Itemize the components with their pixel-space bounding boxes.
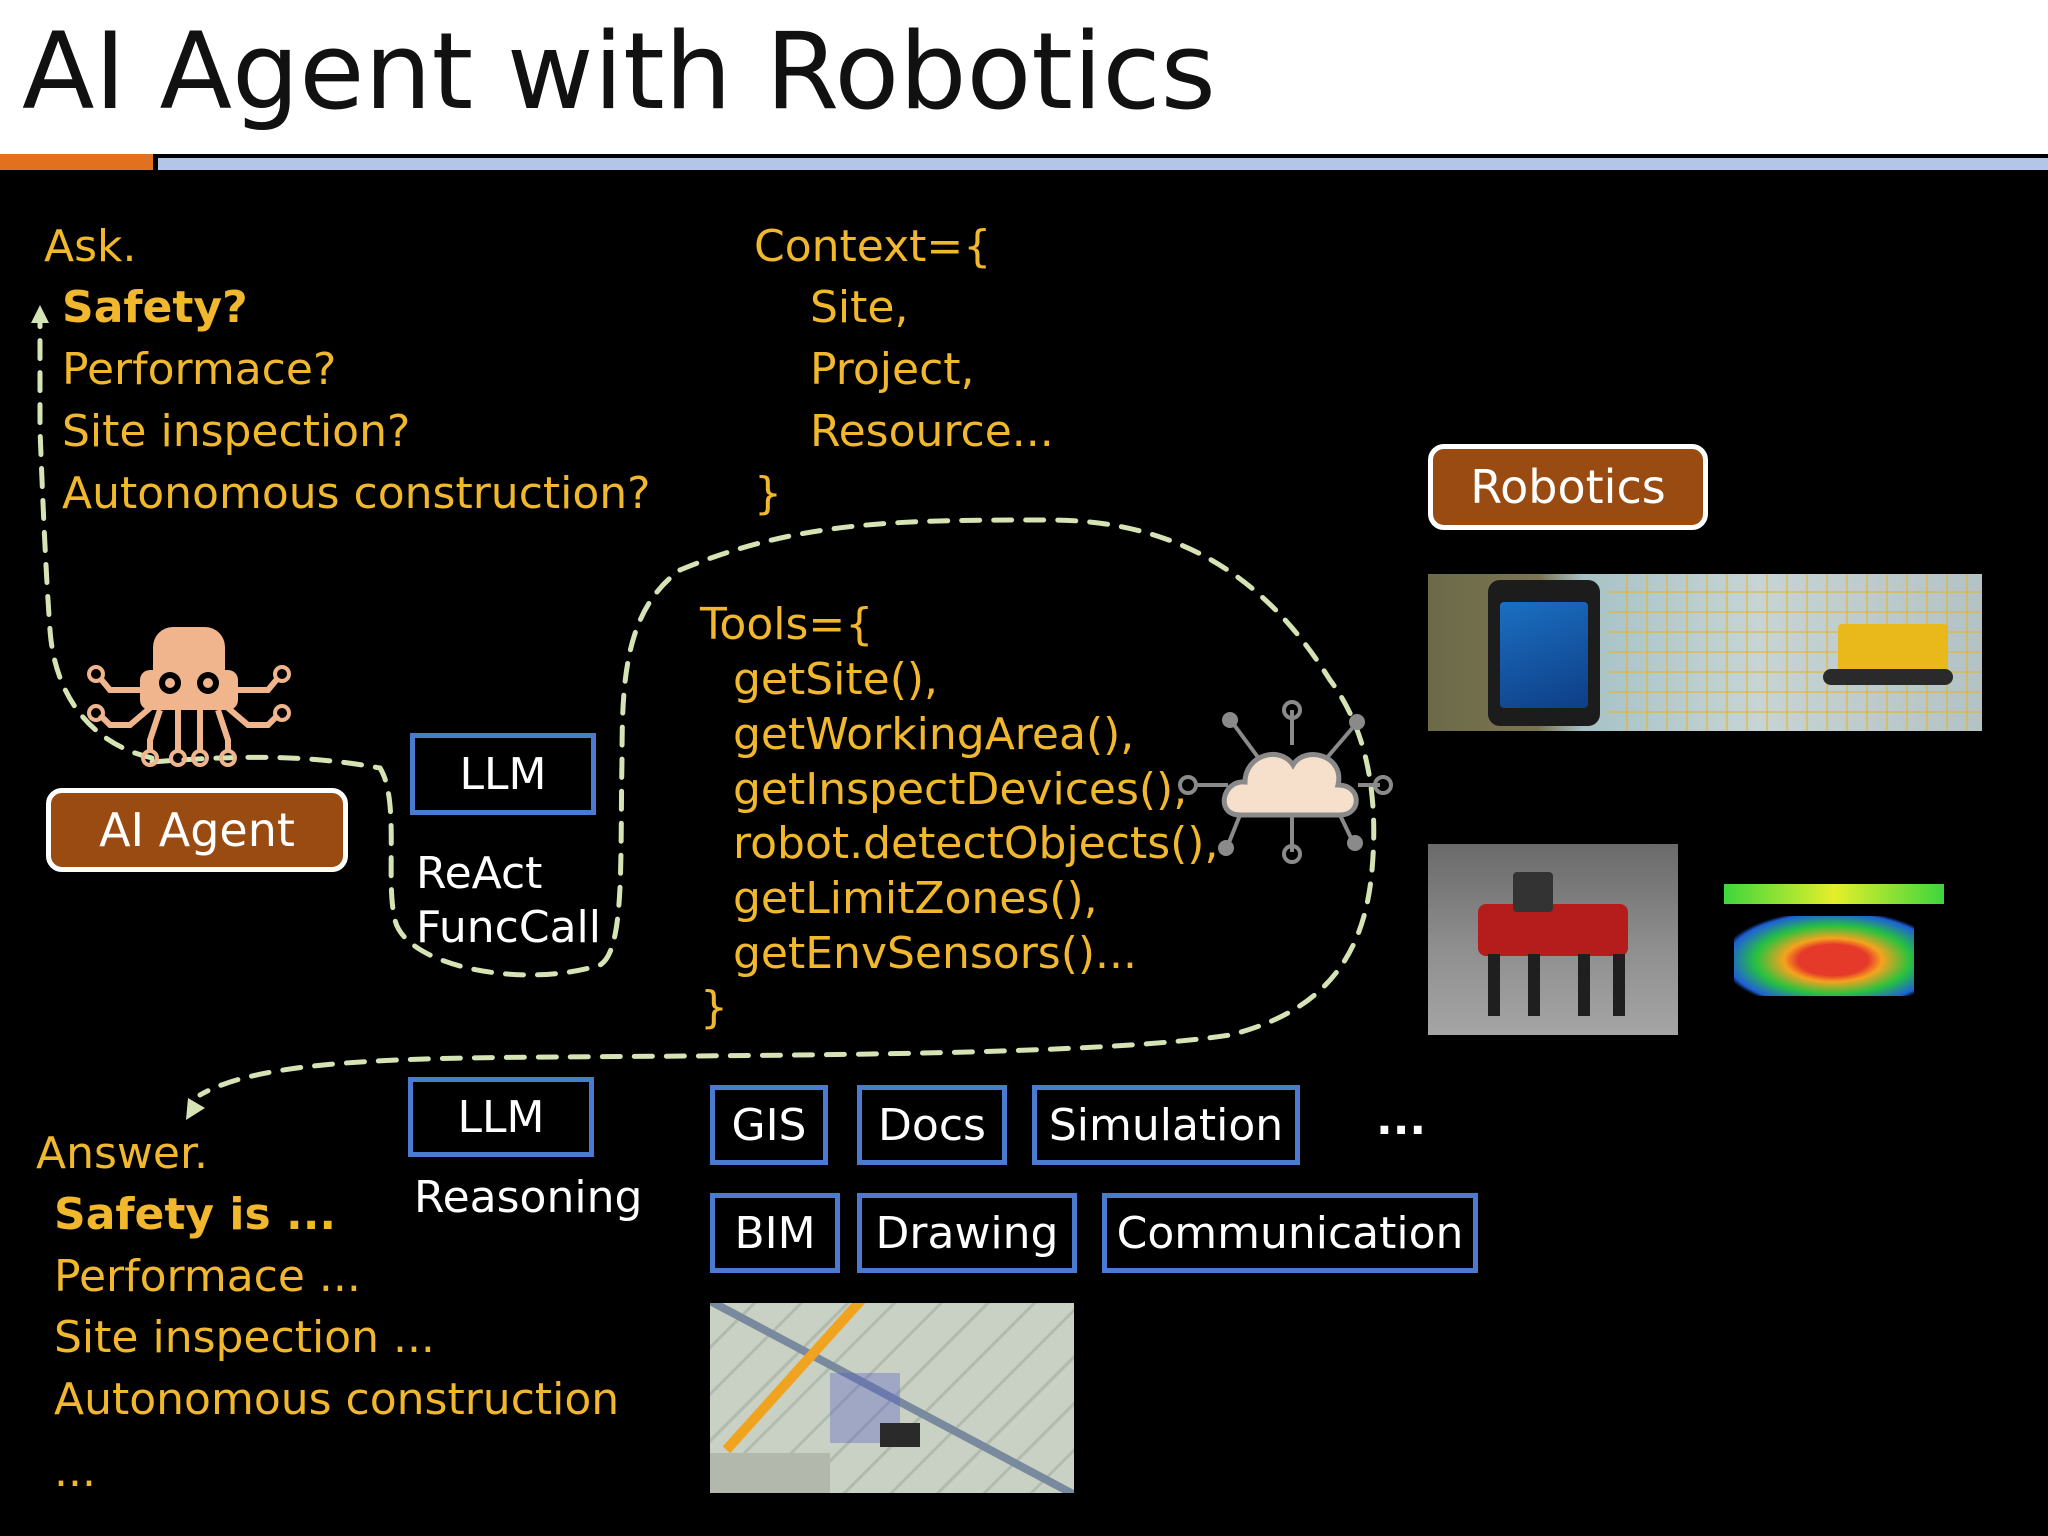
answer-item-site-inspection: Site inspection ...	[54, 1312, 435, 1363]
context-item-project: Project,	[810, 344, 975, 395]
llm-react-box: LLM	[410, 733, 596, 815]
tablet-device	[1488, 580, 1600, 726]
arrow-to-ask	[31, 305, 49, 323]
llm-caption-reasoning: Reasoning	[414, 1172, 643, 1223]
context-item-resource: Resource...	[810, 406, 1054, 457]
excavator-site-photo	[1428, 574, 1982, 731]
tools-open: Tools={	[700, 599, 874, 650]
context-item-site: Site,	[810, 282, 909, 333]
ask-heading: Ask.	[44, 221, 137, 272]
source-more: ...	[1376, 1094, 1427, 1145]
arrow-to-answer	[186, 1098, 205, 1120]
source-simulation: Simulation	[1032, 1085, 1300, 1165]
tool-getinspectdevices: getInspectDevices(),	[733, 764, 1188, 815]
context-close: }	[754, 468, 782, 519]
tool-getenvsensors: getEnvSensors()...	[733, 928, 1138, 979]
tool-getworkingarea: getWorkingArea(),	[733, 709, 1135, 760]
context-open: Context={	[754, 221, 992, 272]
answer-item-autonomous: Autonomous construction	[54, 1374, 620, 1425]
answer-item-safety: Safety is ...	[54, 1189, 337, 1240]
answer-item-performance: Performace ...	[54, 1251, 361, 1302]
flow-agent-to-ask	[37, 315, 155, 761]
source-bim: BIM	[710, 1193, 840, 1273]
point-cloud-scan	[1724, 876, 1944, 1010]
title-accent-bar-orange	[0, 154, 153, 170]
tool-getlimitzones: getLimitZones(),	[733, 873, 1098, 924]
answer-heading: Answer.	[36, 1128, 209, 1179]
llm-caption-funccall: FuncCall	[416, 902, 602, 953]
robotics-label: Robotics	[1428, 444, 1708, 530]
tools-close: }	[700, 982, 728, 1033]
excavator-body	[1838, 624, 1948, 674]
robot-body	[1478, 904, 1628, 956]
ask-item-safety: Safety?	[62, 282, 248, 333]
tool-detectobjects: robot.detectObjects(),	[733, 818, 1219, 869]
title-accent-bar-blue	[158, 158, 2048, 170]
source-gis: GIS	[710, 1085, 828, 1165]
quadruped-robot-photo	[1428, 844, 1678, 1035]
ai-agent-label: AI Agent	[46, 788, 348, 872]
llm-caption-react: ReAct	[416, 848, 543, 899]
llm-reasoning-box: LLM	[408, 1077, 594, 1157]
slide-title: AI Agent with Robotics	[22, 10, 1216, 133]
slide-header: AI Agent with Robotics	[0, 0, 2048, 154]
flow-agent-to-llm	[149, 567, 683, 978]
tool-getsite: getSite(),	[733, 654, 939, 705]
source-drawing: Drawing	[857, 1193, 1077, 1273]
site-map-image	[710, 1303, 1074, 1493]
answer-item-more: ...	[54, 1446, 96, 1497]
ask-item-site-inspection: Site inspection?	[62, 406, 411, 457]
ask-item-performance: Performace?	[62, 344, 337, 395]
source-docs: Docs	[857, 1085, 1007, 1165]
ask-item-autonomous: Autonomous construction?	[62, 468, 651, 519]
source-communication: Communication	[1102, 1193, 1478, 1273]
